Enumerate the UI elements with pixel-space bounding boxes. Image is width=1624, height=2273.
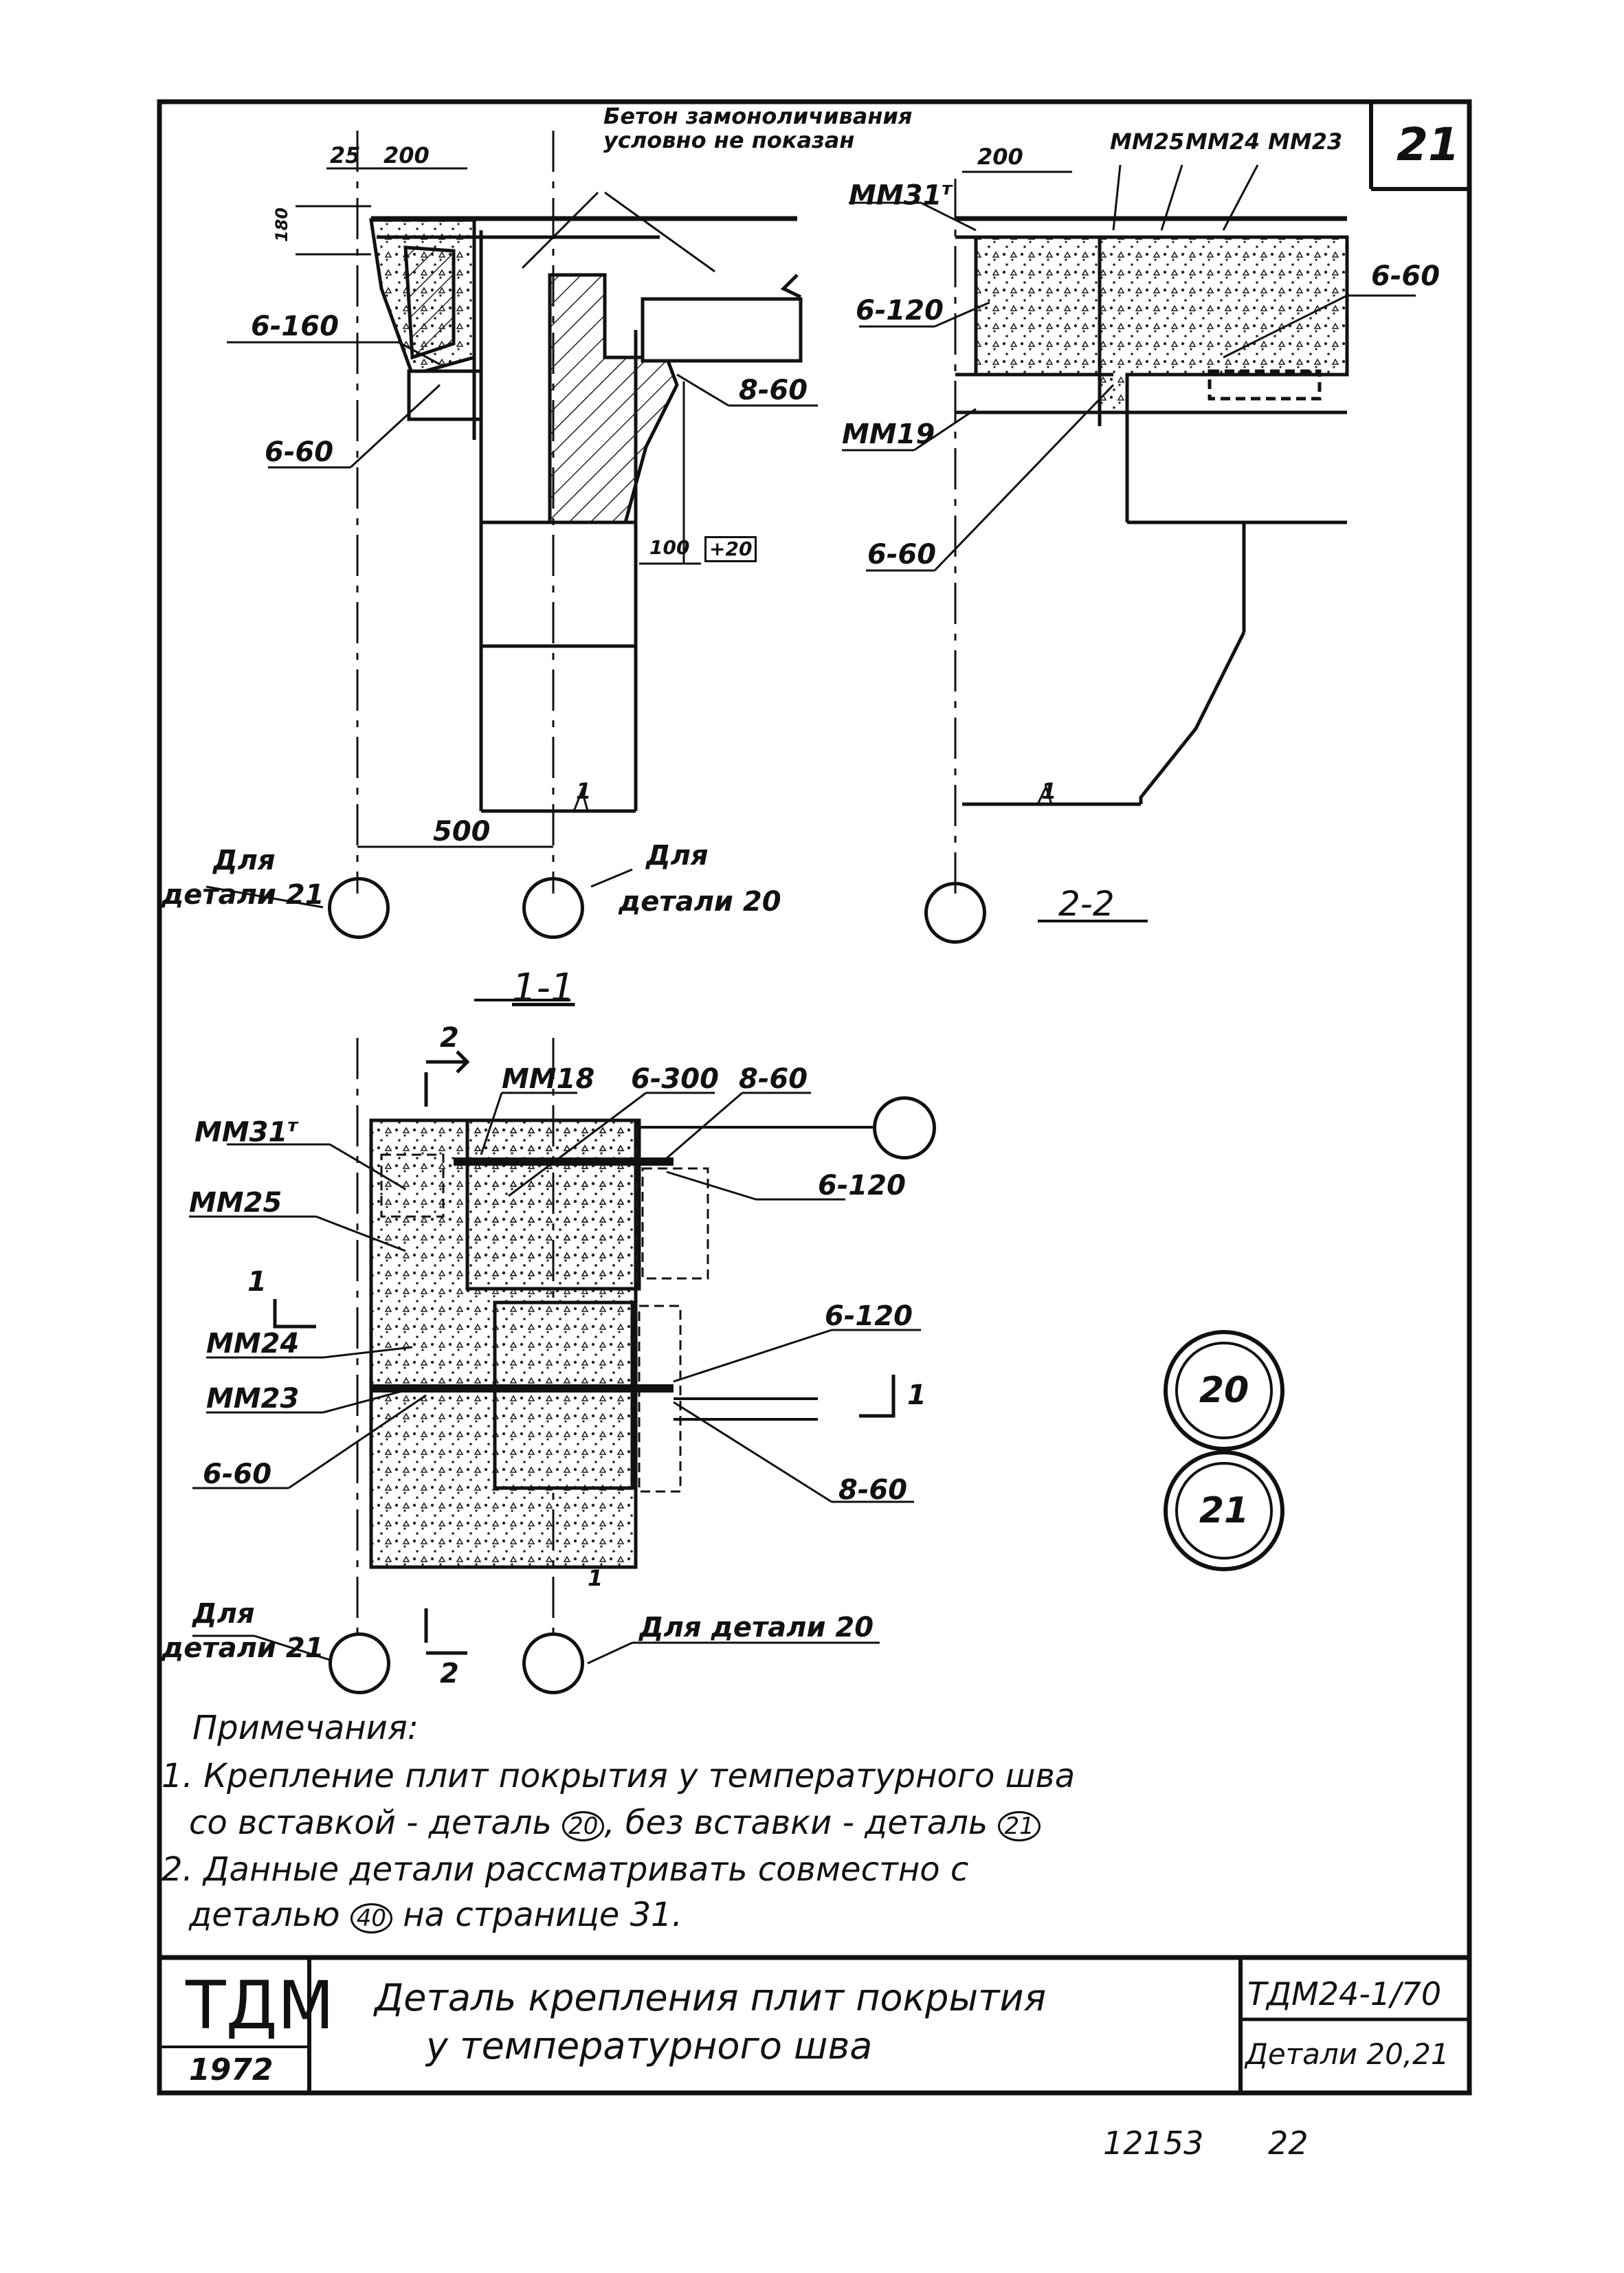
notes-line2b: , без вставки - деталь xyxy=(604,1804,988,1842)
plan-callout-detail21-a: Для xyxy=(192,1598,255,1630)
mm19: ММ19 xyxy=(842,419,935,450)
title-block-org: ТДМ xyxy=(186,1967,335,2044)
mm25-2-2: ММ25 xyxy=(1110,129,1185,155)
weld-6-120-plan-top: 6-120 xyxy=(818,1170,906,1201)
notes-line2: со вставкой - деталь 20, без вставки - д… xyxy=(189,1806,1041,1841)
footer-page-number: 22 xyxy=(1268,2125,1309,2162)
callout-detail21-a: Для xyxy=(213,845,276,876)
axis-circle-1-1-right xyxy=(522,877,584,939)
mm25-plan: ММ25 xyxy=(189,1187,282,1219)
section-2-2-drawing xyxy=(842,164,1416,922)
callout-detail20-b: детали 20 xyxy=(619,886,781,918)
footer-archive-number: 12153 xyxy=(1103,2125,1204,2162)
mm31-plan-sup: т xyxy=(287,1116,298,1136)
axis-circle-plan-left xyxy=(329,1632,390,1694)
axis-circle-1-1-left xyxy=(328,877,390,939)
axis-mark-1-1: 1 xyxy=(576,778,592,804)
level-mark: +20 xyxy=(704,536,757,562)
notes-ref-20: 20 xyxy=(562,1811,605,1841)
plan-callout-detail20: Для детали 20 xyxy=(639,1612,874,1643)
mm23-2-2: ММ23 xyxy=(1268,129,1343,155)
plan-cut-mark-left: 1 xyxy=(247,1266,267,1298)
mm31-plan: ММ31т xyxy=(194,1117,298,1146)
axis-circle-2-2 xyxy=(924,882,986,944)
mm18: ММ18 xyxy=(502,1063,595,1095)
mm31-2-2: ММ31т xyxy=(849,180,952,209)
dim-25: 25 xyxy=(330,142,361,168)
notes-line4a: деталью xyxy=(189,1896,340,1934)
header-note-line2: условно не показан xyxy=(603,127,855,153)
mm31-plan-text: ММ31 xyxy=(194,1116,288,1149)
header-note-line1: Бетон замоноличивания xyxy=(603,103,913,129)
title-block-title-line2: у температурного шва xyxy=(426,2024,873,2067)
detail-marker-20: 20 xyxy=(1164,1330,1284,1451)
notes-heading: Примечания: xyxy=(192,1709,419,1747)
weld-6-60-2-2-bottom: 6-60 xyxy=(867,539,937,570)
weld-6-120-plan-mid: 6-120 xyxy=(825,1300,913,1332)
section-2-2-title: 2-2 xyxy=(1058,884,1115,924)
notes-ref-21: 21 xyxy=(998,1811,1041,1841)
plan-cut-mark-top: 2 xyxy=(440,1022,459,1054)
notes-line4: деталью 40 на странице 31. xyxy=(189,1898,682,1933)
axis-circle-plan-right xyxy=(522,1632,584,1694)
section-1-1-drawing xyxy=(227,131,818,894)
sheet-number: 21 xyxy=(1397,118,1460,171)
axis-mark-plan: 1 xyxy=(588,1565,603,1591)
weld-6-300: 6-300 xyxy=(631,1063,719,1095)
callout-detail21-b: детали 21 xyxy=(162,879,324,911)
title-block-sheet-label: Детали 20,21 xyxy=(1245,2037,1449,2071)
detail-marker-21-label: 21 xyxy=(1175,1462,1273,1560)
detail-marker-21: 21 xyxy=(1164,1450,1284,1571)
plan-drawing xyxy=(189,868,921,1665)
mm31-2-2-text: ММ31 xyxy=(849,179,942,212)
mm23-plan: ММ23 xyxy=(206,1383,300,1415)
weld-6-60-left: 6-60 xyxy=(265,436,334,468)
mm31-2-2-sup: т xyxy=(942,179,953,199)
notes-line2a: со вставкой - деталь xyxy=(189,1804,552,1842)
notes-line4b: на странице 31. xyxy=(403,1896,682,1934)
plan-cut-mark-bottom: 2 xyxy=(440,1658,459,1689)
callout-detail20-a: Для xyxy=(646,840,709,872)
mm24-plan: ММ24 xyxy=(206,1328,300,1360)
dim-180: 180 xyxy=(272,207,292,243)
weld-8-60-plan-bottom: 8-60 xyxy=(838,1474,908,1506)
dim-100: 100 xyxy=(649,536,690,559)
weld-8-60-left: 8-60 xyxy=(739,375,808,406)
plan-callout-detail21-b: детали 21 xyxy=(162,1632,324,1664)
title-block-code: ТДМ24-1/70 xyxy=(1247,1975,1442,2013)
notes-ref-40: 40 xyxy=(350,1903,392,1933)
weld-6-60-2-2-right: 6-60 xyxy=(1371,260,1441,292)
mm24-2-2: ММ24 xyxy=(1186,129,1260,155)
axis-mark-2-2: 1 xyxy=(1041,778,1057,804)
dim-500: 500 xyxy=(433,816,491,847)
title-block-title-line1: Деталь крепления плит покрытия xyxy=(375,1976,1047,2019)
notes-line3: 2. Данные детали рассматривать совместно… xyxy=(162,1850,969,1889)
plan-cut-mark-right: 1 xyxy=(907,1379,926,1411)
weld-8-60-plan-top: 8-60 xyxy=(739,1063,808,1095)
title-block-year: 1972 xyxy=(189,2052,274,2087)
detail-marker-20-label: 20 xyxy=(1175,1342,1273,1439)
weld-6-60-plan: 6-60 xyxy=(203,1459,272,1490)
section-1-1-title: 1-1 xyxy=(512,966,575,1010)
notes-line1: 1. Крепление плит покрытия у температурн… xyxy=(162,1757,1076,1795)
weld-6-160: 6-160 xyxy=(251,311,339,342)
weld-6-120-2-2: 6-120 xyxy=(856,295,944,326)
axis-circle-plan-top xyxy=(873,1096,936,1160)
sheet-frame xyxy=(157,99,1472,2096)
dim-200-left: 200 xyxy=(383,142,430,168)
dim-200-right: 200 xyxy=(977,144,1023,170)
